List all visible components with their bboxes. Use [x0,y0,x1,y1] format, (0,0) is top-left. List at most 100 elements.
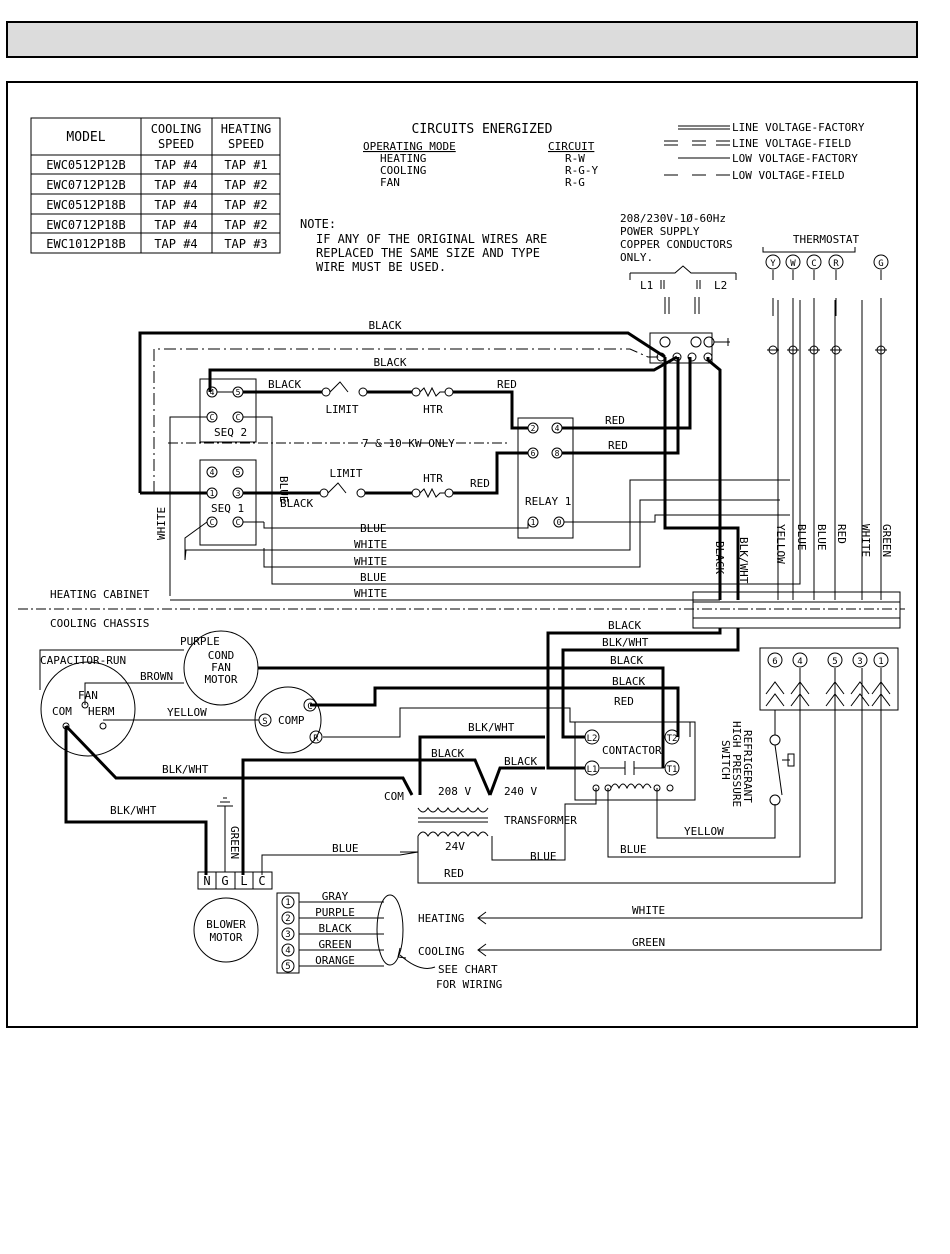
svg-text:5: 5 [236,468,241,477]
wire-legend: LINE VOLTAGE-FACTORY LINE VOLTAGE-FIELD … [664,121,865,182]
blower-tap-color: ORANGE [315,954,355,967]
model-table-cell: TAP #2 [224,218,267,232]
blower-tap-block [276,892,300,974]
diagram-frame [6,81,918,1028]
cooling-section: BLACK BLK/WHT BLACK BLACK RED L2 T2 L1 T… [39,619,899,991]
power-supply-line-1: 208/230V-1Ø-60Hz [620,212,726,225]
svg-text:1: 1 [531,518,536,527]
cond-fan-motor-label-3: MOTOR [204,673,237,686]
bundle-label-black: BLACK [713,541,726,574]
terminal-n: N [203,874,210,888]
htr-label-2: HTR [423,472,443,485]
svg-text:L1: L1 [587,765,598,775]
switch-label-1: REFRIGERANT [741,730,754,803]
svg-text:T1: T1 [667,765,678,775]
thermostat-title: THERMOSTAT [793,233,860,246]
blower-tap [281,895,295,909]
circuit-mode: FAN [380,176,400,189]
wire-label-white-3: WHITE [354,587,387,600]
harness-wires: BLACK BLK/WHT YELLOW BLUE BLUE RED WHITE… [663,300,893,600]
wire-label-green-1: GREEN [228,826,241,859]
wire-label-blkwht-1: BLK/WHT [602,636,649,649]
blower-tap [281,911,295,925]
circuit-code: R-G [565,176,585,189]
blower-tap [281,927,295,941]
cond-fan-motor-label-2: FAN [211,661,231,674]
svg-text:R: R [313,734,319,744]
circuits-col-circuit: CIRCUIT [548,140,595,153]
capacitor-run-label: CAPACITOR-RUN [40,654,126,667]
model-table-cell: TAP #2 [224,198,267,212]
transformer-label: TRANSFORMER [504,814,577,827]
cooling-label: COOLING [418,945,464,958]
page-header-bar [6,21,918,58]
thermostat-terminal-label: W [790,259,796,269]
power-supply: 208/230V-1Ø-60Hz POWER SUPPLY COPPER CON… [620,212,737,364]
legend-low-voltage-field: LOW VOLTAGE-FIELD [732,169,845,182]
bundle-label-blkwht: BLK/WHT [737,537,750,584]
seq1-box [199,459,257,546]
svg-text:C: C [210,518,215,527]
herm-terminal-label: HERM [88,705,115,718]
wire-label-black-1: BLACK [368,319,401,332]
note: NOTE: IF ANY OF THE ORIGINAL WIRES ARE R… [300,217,547,274]
note-label: NOTE: [300,217,336,231]
power-supply-line-2: POWER SUPPLY [620,225,700,238]
transformer-com: COM [384,790,404,803]
harness-plug [692,591,901,629]
note-line-1: IF ANY OF THE ORIGINAL WIRES ARE [316,232,547,246]
blower-tap-number: 3 [285,930,290,940]
cond-fan-motor [183,630,259,706]
thermostat-terminal-label: Y [770,259,776,269]
model-table-cell: TAP #4 [154,218,197,232]
svg-text:3: 3 [236,489,241,498]
wire-label-blkwht-4: BLK/WHT [468,721,515,734]
heating-cabinet-label: HEATING CABINET [50,588,150,601]
blower-tap-number: 2 [285,914,290,924]
legend-line-voltage-field: LINE VOLTAGE-FIELD [732,137,851,150]
thermostat-terminal [785,254,801,270]
thermostat-terminal-label: R [833,259,839,269]
svg-text:0: 0 [557,518,562,527]
wire-label-red-4: RED [608,439,628,452]
model-table: MODEL COOLING SPEED HEATING SPEED EWC051… [30,117,281,254]
thermostat-terminal-label: G [878,259,883,269]
l2-label: L2 [714,279,727,292]
thermostat-terminal [828,254,844,270]
model-table-cell: TAP #1 [224,158,267,172]
plug-terminal-label: 6 [772,657,777,667]
wire-label-red-1: RED [497,378,517,391]
thermostat-terminal [765,254,781,270]
plug-terminal-label: 3 [857,657,862,667]
transformer: 208 V 240 V COM 24V TRANSFORMER [384,785,597,861]
wire-label-black-2: BLACK [373,356,406,369]
wire-label-black-8: BLACK [431,747,464,760]
svg-text:2: 2 [531,424,536,433]
switch-label-2: HIGH PRESSURE [730,721,743,807]
plug-terminal [792,652,808,668]
heating-label: HEATING [418,912,464,925]
plug-terminal [873,652,889,668]
svg-text:L2: L2 [587,734,598,744]
transformer-240v: 240 V [504,785,537,798]
wire-label-white-1: WHITE [354,538,387,551]
model-table-cell: TAP #4 [154,158,197,172]
svg-text:S: S [262,717,267,727]
capacitor-run [40,661,136,757]
wire-label-white-vert: WHITE [155,507,168,540]
wire-label-green-2: GREEN [632,936,665,949]
table-header-cooling: COOLING [151,122,202,136]
blower-tap-number: 5 [285,962,290,972]
power-supply-line-3: COPPER CONDUCTORS [620,238,733,251]
l1-label: L1 [640,279,653,292]
wire-label-blkwht-3: BLK/WHT [110,804,157,817]
wire-label-blue-5: BLUE [620,843,647,856]
table-header-heating-2: SPEED [228,137,264,151]
switch-label-3: SWITCH [719,740,732,780]
svg-text:1: 1 [210,489,215,498]
wire-label-yellow-1: YELLOW [167,706,207,719]
blower-motor-label-2: MOTOR [209,931,242,944]
relay1-box [517,417,574,539]
